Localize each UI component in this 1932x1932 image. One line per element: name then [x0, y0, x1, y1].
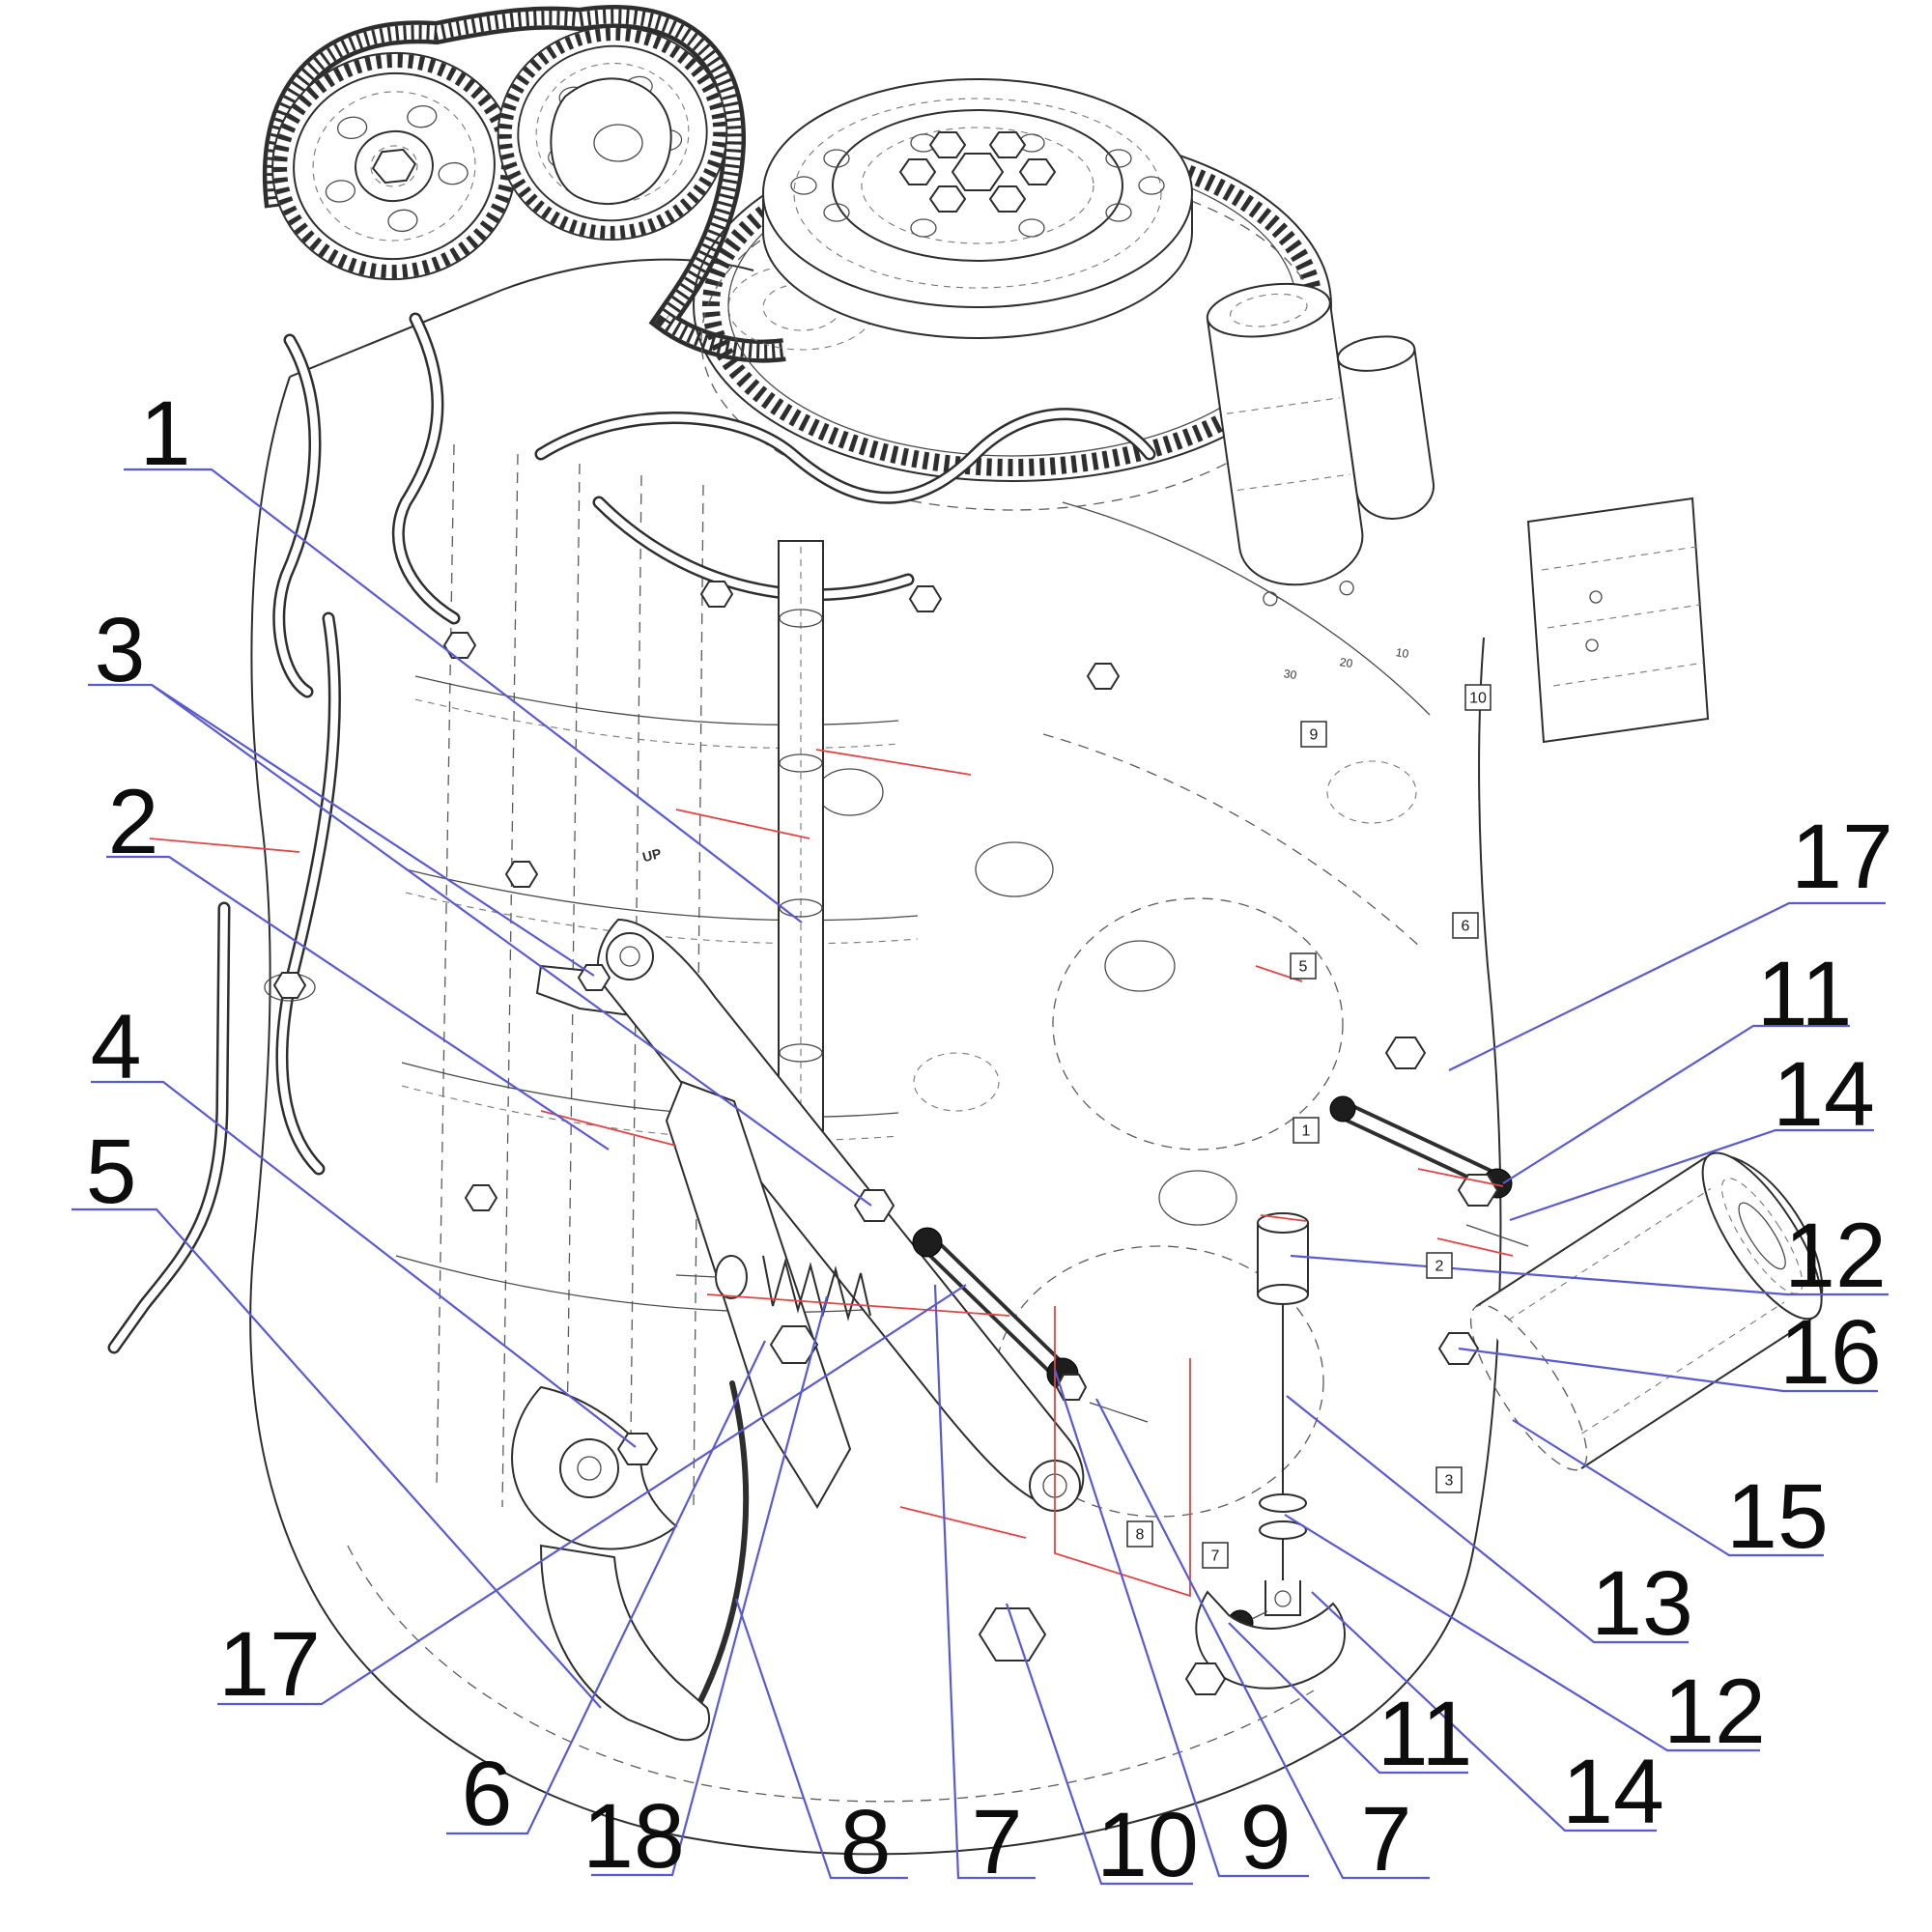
leader-line-c15-0 — [1512, 1419, 1824, 1557]
reference-line-9 — [815, 749, 972, 776]
flywheel-scale-mark-0: 30 — [1283, 667, 1298, 682]
leader-line-c7a-0 — [933, 1284, 1036, 1880]
reference-line-3 — [899, 1506, 1027, 1539]
leader-line-c12b-0 — [1284, 1514, 1760, 1752]
reference-line-6 — [1417, 1168, 1504, 1187]
part-tag-box-6 — [1435, 1466, 1463, 1493]
hoses — [107, 312, 1156, 1738]
callout-c17r: 17 — [1791, 806, 1893, 908]
leader-line-c3-1 — [151, 684, 872, 1207]
part-tag-8: 8 — [1136, 1527, 1145, 1544]
reference-line-8 — [149, 838, 300, 853]
part-tag-2: 6 — [1462, 919, 1470, 935]
callout-c14b: 14 — [1562, 1741, 1664, 1843]
part-tag-6: 3 — [1445, 1473, 1454, 1490]
leader-line-c11r-0 — [1502, 1024, 1850, 1184]
callout-c8: 8 — [840, 1791, 892, 1893]
part-tag-box-0 — [1300, 721, 1327, 748]
roller-lever — [511, 1385, 710, 1742]
part-tag-box-4 — [1293, 1117, 1320, 1144]
callout-c10: 10 — [1096, 1794, 1199, 1896]
leader-line-c5-0 — [71, 1208, 602, 1709]
leader-line-c4-0 — [91, 1080, 637, 1448]
leader-line-c14b-0 — [1311, 1591, 1657, 1833]
leader-line-c6-0 — [446, 1340, 766, 1835]
part-tag-7: 7 — [1211, 1548, 1220, 1565]
leader-line-c17L-0 — [217, 1284, 967, 1706]
reference-line-0 — [675, 809, 810, 839]
reference-line-7 — [1436, 1237, 1514, 1257]
part-tag-box-2 — [1452, 912, 1479, 939]
callout-c17L: 17 — [218, 1613, 321, 1716]
callout-c11b: 11 — [1378, 1683, 1473, 1785]
callout-c2: 2 — [108, 771, 159, 873]
leader-line-c10-0 — [1005, 1603, 1193, 1886]
shift-rod — [1195, 1212, 1346, 1690]
callout-c7b: 7 — [1361, 1788, 1412, 1890]
oil-filter — [1469, 1151, 1824, 1471]
part-tag-box-1 — [1464, 684, 1492, 711]
lever-arm — [596, 918, 1085, 1512]
timing-belt — [262, 4, 786, 363]
leader-line-c9-0 — [1053, 1369, 1309, 1878]
fuel-rail — [778, 540, 824, 1131]
callout-c15: 15 — [1726, 1465, 1829, 1568]
callout-c1: 1 — [140, 383, 191, 485]
leader-line-c7b-0 — [1095, 1398, 1430, 1880]
callout-c16: 16 — [1779, 1301, 1882, 1404]
leader-line-c13-0 — [1286, 1395, 1689, 1644]
callout-c4: 4 — [91, 996, 142, 1098]
leader-line-c2-0 — [106, 855, 610, 1151]
reference-line-2 — [706, 1293, 1010, 1317]
callout-c18: 18 — [582, 1785, 685, 1888]
leader-line-c3-0 — [88, 683, 595, 977]
part-tag-5: 2 — [1435, 1259, 1444, 1275]
flywheel — [693, 78, 1332, 511]
coil-spring — [675, 1255, 871, 1321]
flywheel-scale-mark-2: 10 — [1395, 645, 1410, 661]
reference-line-4 — [1260, 1214, 1307, 1222]
reference-line-10 — [1054, 1306, 1191, 1598]
starter-motor — [1206, 282, 1435, 607]
callout-c7a: 7 — [972, 1791, 1023, 1893]
part-tag-0: 9 — [1310, 727, 1319, 744]
leader-line-c17r-0 — [1448, 901, 1886, 1071]
cam-sprocket-left — [271, 51, 517, 281]
part-tag-1: 10 — [1469, 691, 1487, 707]
callout-c14r: 14 — [1773, 1043, 1875, 1146]
part-tag-3: 5 — [1299, 959, 1308, 976]
leader-line-c11b-0 — [1228, 1622, 1468, 1775]
callout-c6: 6 — [462, 1743, 513, 1845]
up-marking: UP — [640, 845, 663, 865]
reference-line-1 — [540, 1110, 677, 1147]
callout-c11r: 11 — [1757, 943, 1853, 1045]
callout-c12b: 12 — [1663, 1661, 1766, 1763]
part-tag-4: 1 — [1302, 1123, 1311, 1140]
leader-line-c18-0 — [591, 1295, 829, 1877]
callout-c13: 13 — [1591, 1552, 1693, 1655]
part-tag-box-3 — [1290, 952, 1317, 980]
part-tag-box-7 — [1202, 1542, 1229, 1569]
flywheel-scale-mark-1: 20 — [1339, 655, 1354, 670]
leader-line-c1-0 — [124, 468, 803, 923]
leader-line-c16-0 — [1458, 1347, 1878, 1393]
callout-c5: 5 — [86, 1121, 137, 1223]
callout-c3: 3 — [95, 599, 146, 701]
callout-c9: 9 — [1240, 1786, 1292, 1889]
part-tag-box-8 — [1126, 1520, 1153, 1548]
part-tag-box-5 — [1426, 1252, 1453, 1279]
engine-block — [249, 258, 1710, 1856]
leader-line-c14r-0 — [1509, 1128, 1874, 1222]
leader-line-c12a-0 — [1290, 1254, 1889, 1296]
leader-line-c8-0 — [734, 1598, 908, 1880]
link-rod — [912, 1227, 1149, 1423]
callout-c12a: 12 — [1784, 1205, 1887, 1307]
